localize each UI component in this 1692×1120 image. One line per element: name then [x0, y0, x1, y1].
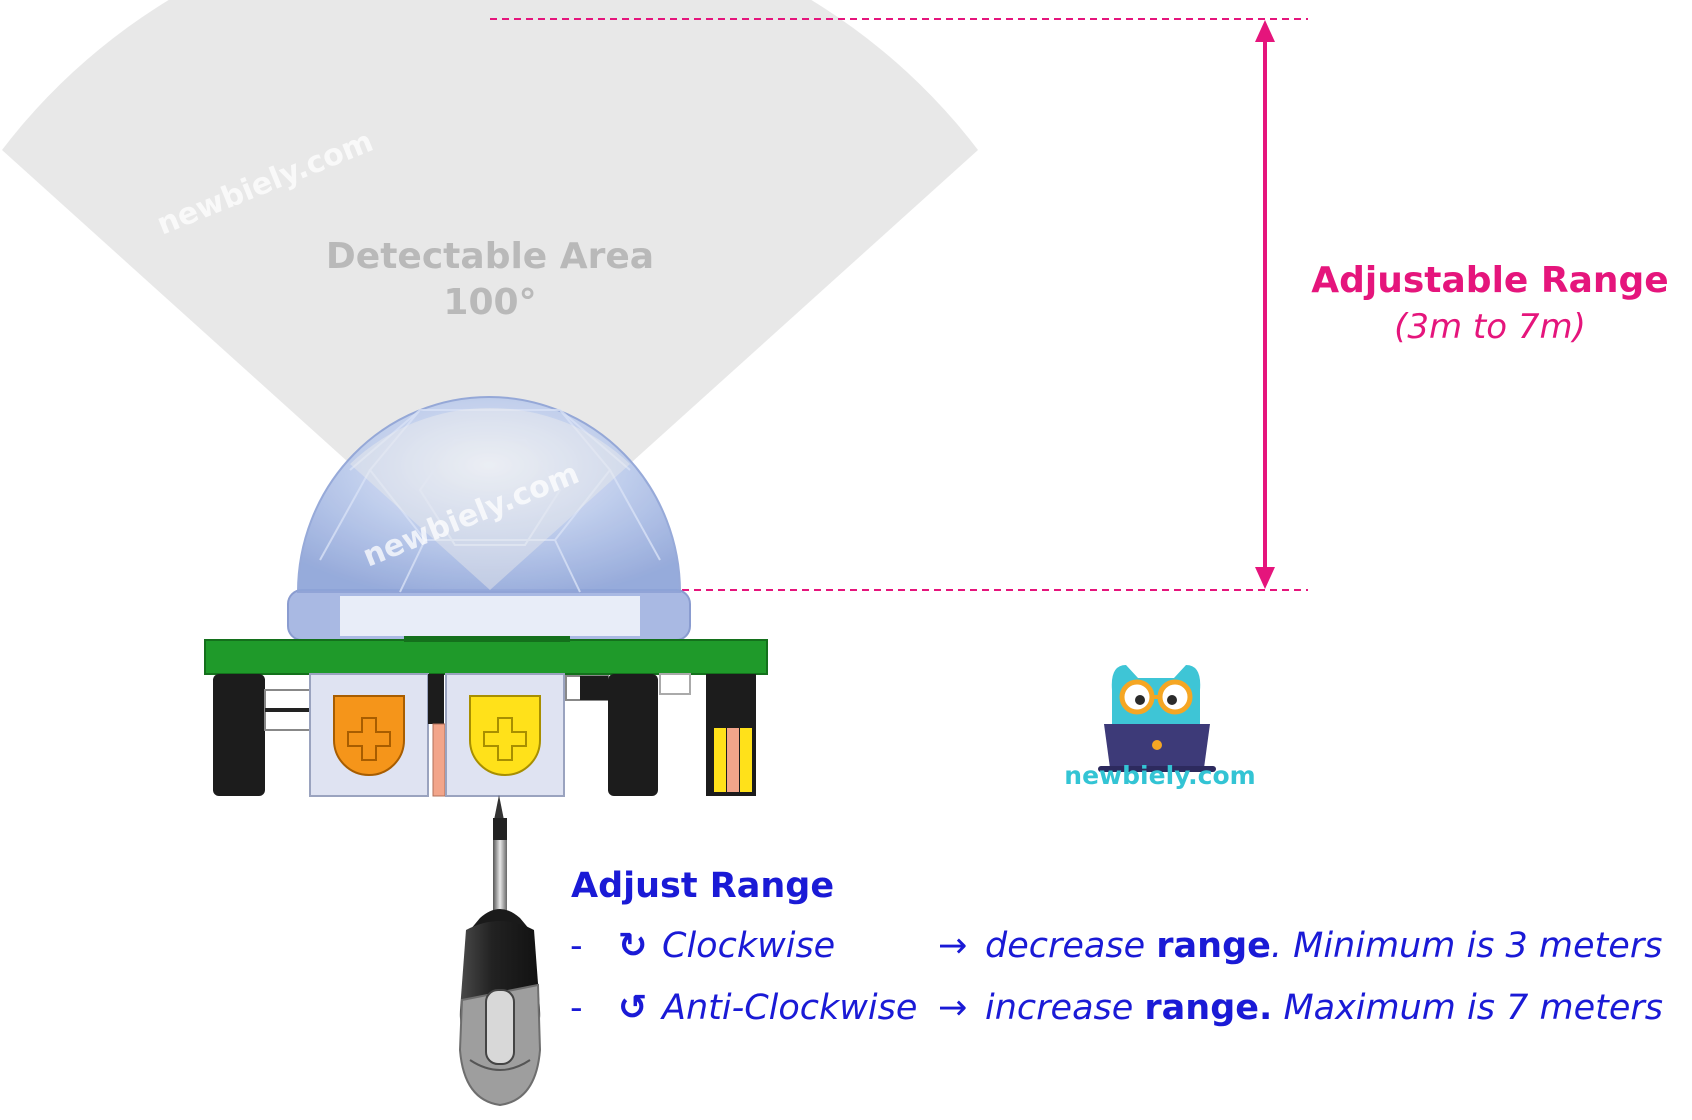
pir-sensor-icon: [204, 396, 768, 797]
detectable-area-title: Detectable Area: [325, 236, 655, 277]
detectable-area-angle: 100°: [443, 282, 537, 323]
step-keyword: range.: [1144, 988, 1273, 1028]
screwdriver-icon: [458, 795, 542, 1107]
range-double-arrow: [1255, 20, 1275, 589]
step-action: increase: [985, 988, 1145, 1028]
step-direction: Anti-Clockwise: [662, 988, 918, 1028]
arrow-right-icon: →: [938, 988, 968, 1028]
anticlockwise-icon: ↺: [618, 988, 648, 1028]
adjustable-range-subtitle: (3m to 7m): [1394, 307, 1586, 347]
step-detail: . Minimum is 3 meters: [1270, 926, 1663, 966]
detectable-area-label: Detectable Area 100°: [300, 234, 680, 326]
adjustable-range-title: Adjustable Range: [1311, 260, 1669, 301]
step-bullet: -: [570, 926, 583, 966]
step-detail: Maximum is 7 meters: [1272, 988, 1664, 1028]
step-bullet: -: [570, 988, 583, 1028]
adjust-range-heading: Adjust Range: [571, 866, 835, 906]
step-action: decrease: [985, 926, 1146, 966]
detectable-area-fan: [2, 0, 978, 590]
step-effect: decrease range. Minimum is 3 meters: [985, 924, 1662, 968]
step-keyword: range: [1156, 926, 1271, 966]
step-direction: Clockwise: [662, 926, 836, 966]
arrow-right-icon: →: [938, 926, 968, 966]
clockwise-icon: ↻: [618, 926, 648, 966]
owl-laptop-logo-icon: [1098, 665, 1216, 772]
brand-name: newbiely.com: [1064, 761, 1256, 790]
step-effect: increase range. Maximum is 7 meters: [985, 986, 1663, 1030]
